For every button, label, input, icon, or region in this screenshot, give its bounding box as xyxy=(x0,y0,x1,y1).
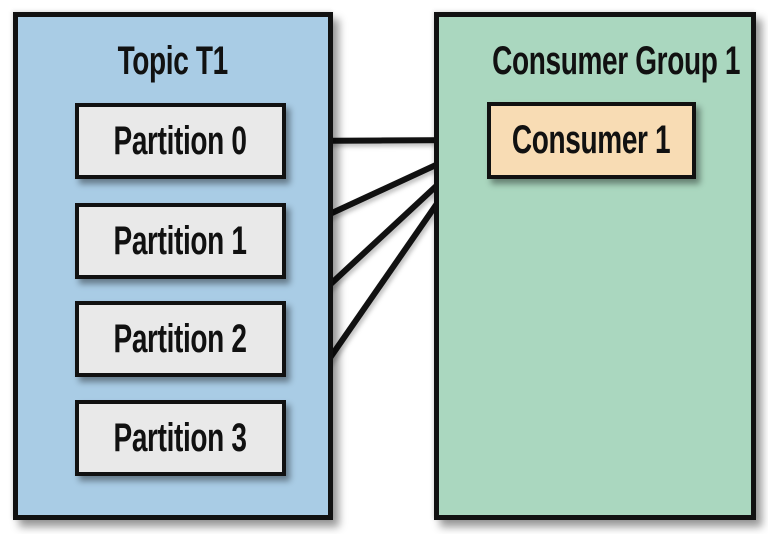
partition-2-label: Partition 2 xyxy=(113,316,248,361)
consumer-group-title-text: Consumer Group 1 xyxy=(492,39,741,83)
consumer-group-box: Consumer Group 1 Consumer 1 xyxy=(434,12,756,520)
topic-box: Topic T1 Partition 0 Partition 1 Partiti… xyxy=(13,12,333,520)
partition-0-label: Partition 0 xyxy=(113,118,248,163)
consumer-1-node: Consumer 1 xyxy=(487,102,696,179)
partition-3-node: Partition 3 xyxy=(75,400,286,476)
topic-title-text: Topic T1 xyxy=(117,39,229,83)
partition-1-node: Partition 1 xyxy=(75,203,286,279)
partition-2-node: Partition 2 xyxy=(75,301,286,377)
partition-1-label: Partition 1 xyxy=(113,218,248,263)
topic-title: Topic T1 xyxy=(18,39,328,83)
partition-3-label: Partition 3 xyxy=(113,415,248,460)
consumer-1-label: Consumer 1 xyxy=(512,118,671,162)
partition-0-node: Partition 0 xyxy=(75,103,286,179)
consumer-group-title: Consumer Group 1 xyxy=(439,39,751,83)
